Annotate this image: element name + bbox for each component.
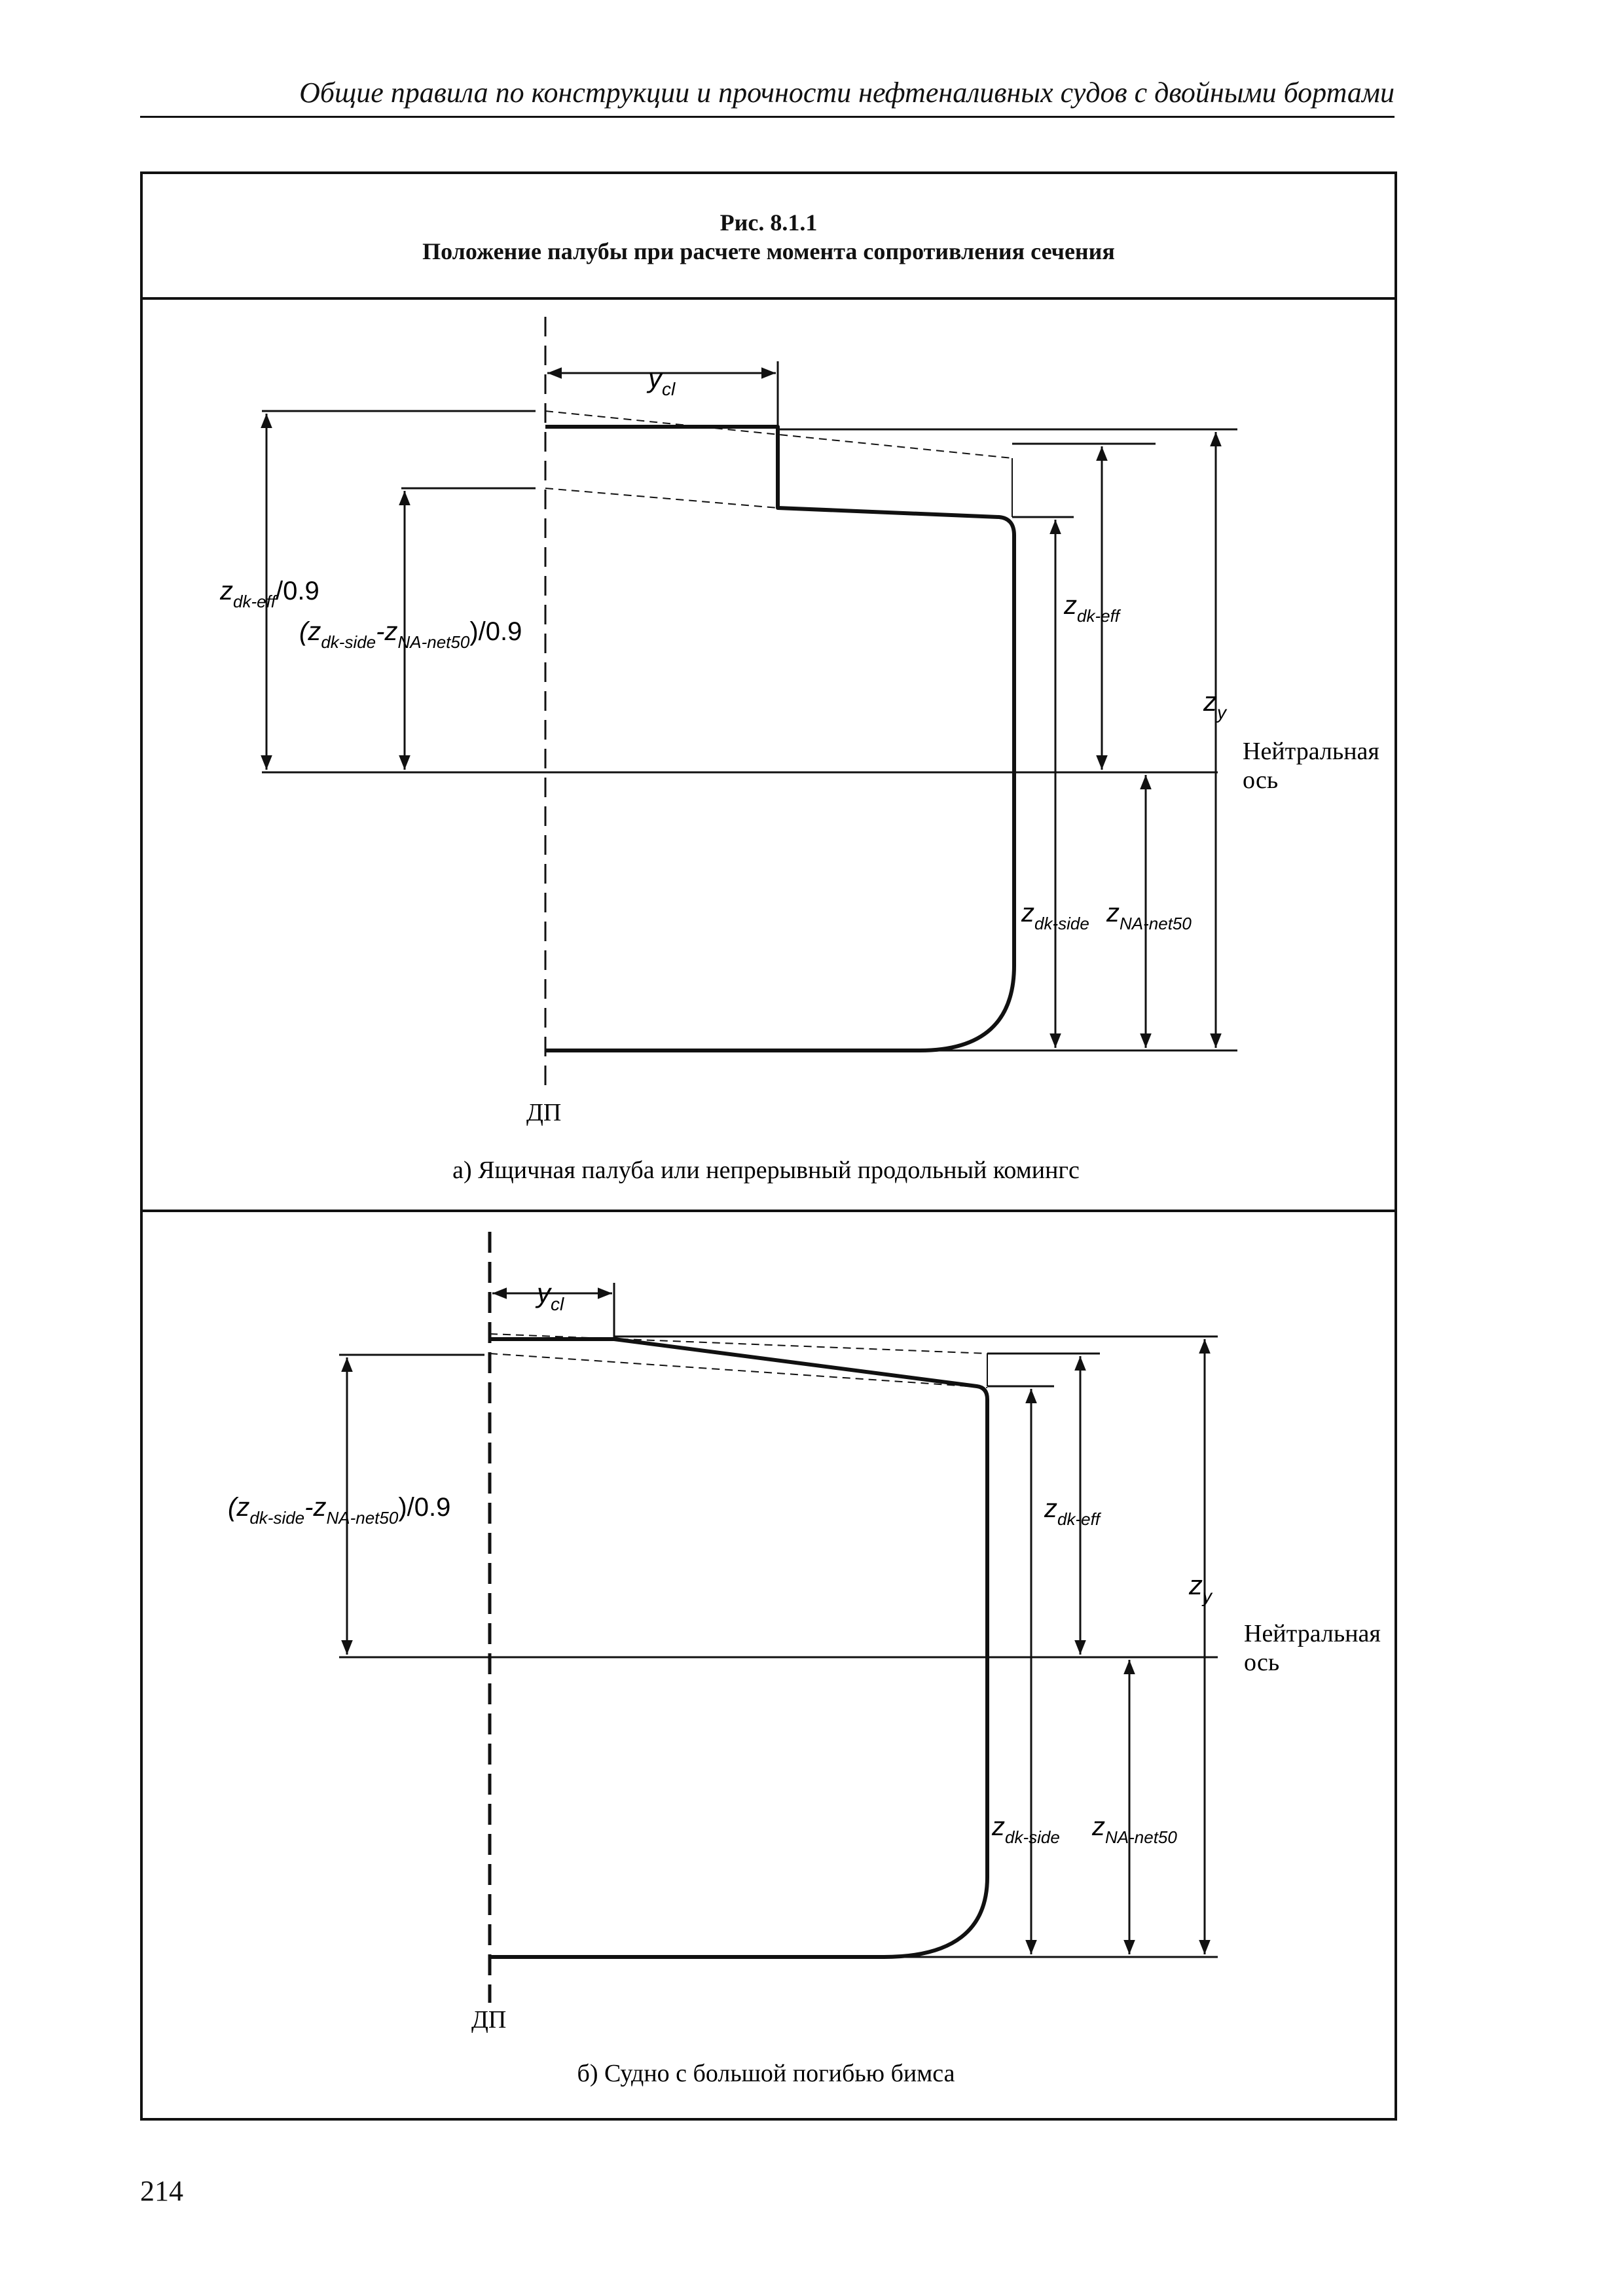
centerline-label-b: ДП	[471, 2006, 506, 2034]
label-zdk-side-minus-zna-a: (zdk-side-zNA-net50)/0.9	[299, 617, 522, 652]
neutral-axis-label-b-line1: Нейтральная	[1244, 1620, 1381, 1647]
centerline-label-a: ДП	[526, 1099, 561, 1126]
label-zna-net50-a: zNA-net50	[1106, 899, 1192, 933]
deck-extension-dashed-a-lower	[545, 488, 778, 509]
label-zdk-eff-a: zdk-eff	[1063, 591, 1122, 626]
hull-outline-b	[490, 1337, 989, 1959]
panel-a: ycl zdk-eff/0.9 (zdk-side-zNA-net50)/0.9…	[219, 317, 1379, 1184]
neutral-axis-label-a-line2: ось	[1243, 766, 1278, 794]
label-zdk-eff-09-a: zdk-eff/0.9	[219, 577, 319, 611]
panel-a-caption: а) Ящичная палуба или непрерывный продол…	[452, 1157, 1080, 1184]
figure-title: Положение палубы при расчете момента соп…	[422, 238, 1115, 264]
header-rule	[140, 116, 1395, 118]
running-header: Общие правила по конструкции и прочности…	[299, 77, 1395, 109]
label-zdk-eff-b: zdk-eff	[1044, 1494, 1102, 1529]
neutral-axis-label-a-line1: Нейтральная	[1243, 738, 1379, 765]
panel-divider	[143, 1210, 1395, 1212]
label-ycl-a: ycl	[646, 363, 676, 399]
figure-caption-cell: Рис. 8.1.1 Положение палубы при расчете …	[143, 174, 1395, 300]
panel-b-caption: б) Судно с большой погибью бимса	[577, 2060, 955, 2087]
figure-number: Рис. 8.1.1	[720, 209, 818, 236]
label-zdk-side-a: zdk-side	[1021, 899, 1089, 933]
deck-extension-dashed-b-lower	[489, 1353, 988, 1388]
label-ycl-b: ycl	[535, 1278, 564, 1314]
neutral-axis-label-b-line2: ось	[1244, 1649, 1279, 1676]
page-number: 214	[140, 2175, 183, 2207]
hull-outline-a	[545, 425, 1016, 1052]
figure-frame: Рис. 8.1.1 Положение палубы при расчете …	[140, 171, 1397, 2121]
label-zdk-side-minus-zna-b: (zdk-side-zNA-net50)/0.9	[228, 1493, 450, 1528]
panel-b: ycl (zdk-side-zNA-net50)/0.9 zdk-eff zy …	[228, 1232, 1381, 2087]
label-zna-net50-b: zNA-net50	[1091, 1812, 1177, 1847]
deck-extension-dashed-b-upper	[489, 1333, 988, 1354]
label-zy-b: zy	[1188, 1570, 1213, 1606]
label-zdk-side-b: zdk-side	[991, 1812, 1060, 1847]
label-zy-a: zy	[1203, 686, 1228, 723]
